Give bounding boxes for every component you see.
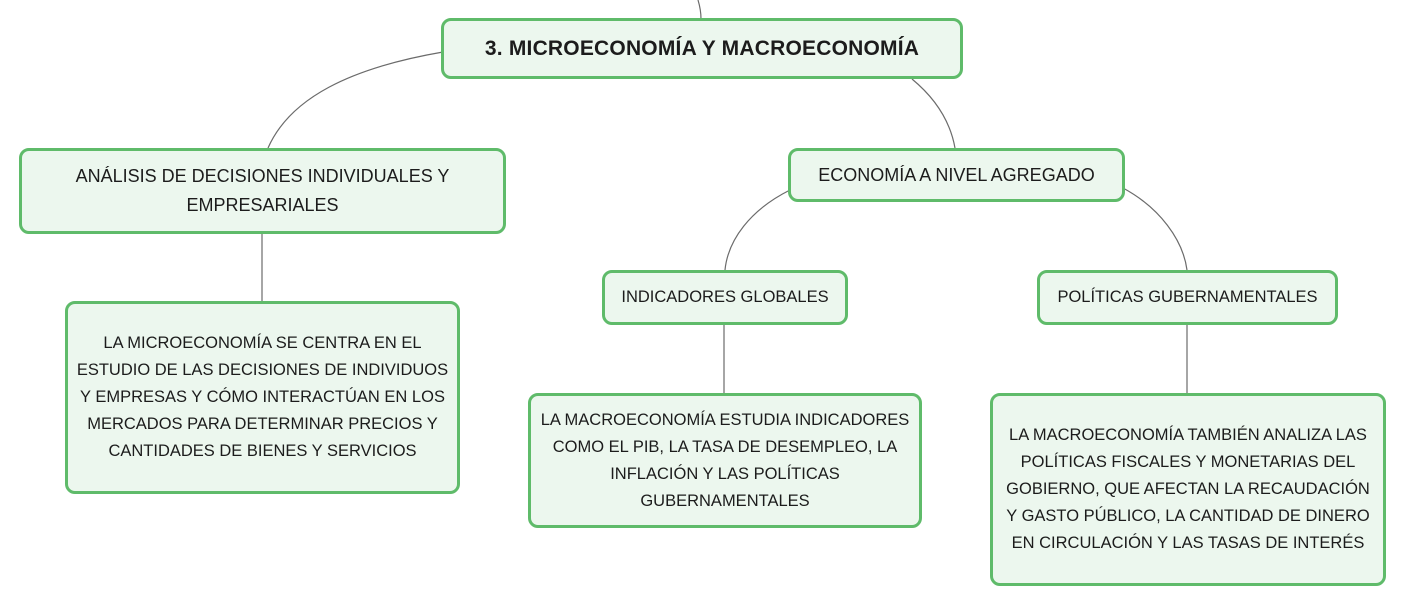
topic-indicadores-desc-label: LA MACROECONOMÍA ESTUDIA INDICADORES COM…	[540, 410, 910, 510]
topic-micro-analisis-label: ANÁLISIS DE DECISIONES INDIVIDUALES Y EM…	[75, 166, 450, 215]
topic-politicas-desc[interactable]: LA MACROECONOMÍA TAMBIÉN ANALIZA LAS POL…	[990, 393, 1386, 586]
root-topic-label: 3. MICROECONOMÍA Y MACROECONOMÍA	[484, 36, 920, 60]
connector-root-micro	[267, 51, 444, 149]
topic-indicadores-globales[interactable]: INDICADORES GLOBALES	[602, 270, 848, 325]
topic-micro-desc[interactable]: LA MICROECONOMÍA SE CENTRA EN EL ESTUDIO…	[65, 301, 460, 494]
topic-politicas-gubernamentales-label: POLÍTICAS GUBERNAMENTALES	[1057, 288, 1318, 306]
topic-indicadores-desc[interactable]: LA MACROECONOMÍA ESTUDIA INDICADORES COM…	[528, 393, 922, 528]
connector-parent-root	[697, 0, 702, 20]
topic-micro-analisis[interactable]: ANÁLISIS DE DECISIONES INDIVIDUALES Y EM…	[19, 148, 506, 234]
topic-politicas-desc-label: LA MACROECONOMÍA TAMBIÉN ANALIZA LAS POL…	[1006, 426, 1370, 552]
topic-micro-desc-label: LA MICROECONOMÍA SE CENTRA EN EL ESTUDIO…	[76, 334, 449, 460]
topic-politicas-gubernamentales[interactable]: POLÍTICAS GUBERNAMENTALES	[1037, 270, 1338, 325]
topic-indicadores-globales-label: INDICADORES GLOBALES	[621, 288, 829, 306]
root-topic[interactable]: 3. MICROECONOMÍA Y MACROECONOMÍA	[441, 18, 963, 79]
topic-macro-agregado-label: ECONOMÍA A NIVEL AGREGADO	[818, 164, 1095, 185]
connector-macro-indicadores	[724, 189, 791, 271]
connector-macro-politicas	[1122, 187, 1188, 271]
topic-macro-agregado[interactable]: ECONOMÍA A NIVEL AGREGADO	[788, 148, 1125, 202]
connector-root-macro	[911, 78, 956, 149]
